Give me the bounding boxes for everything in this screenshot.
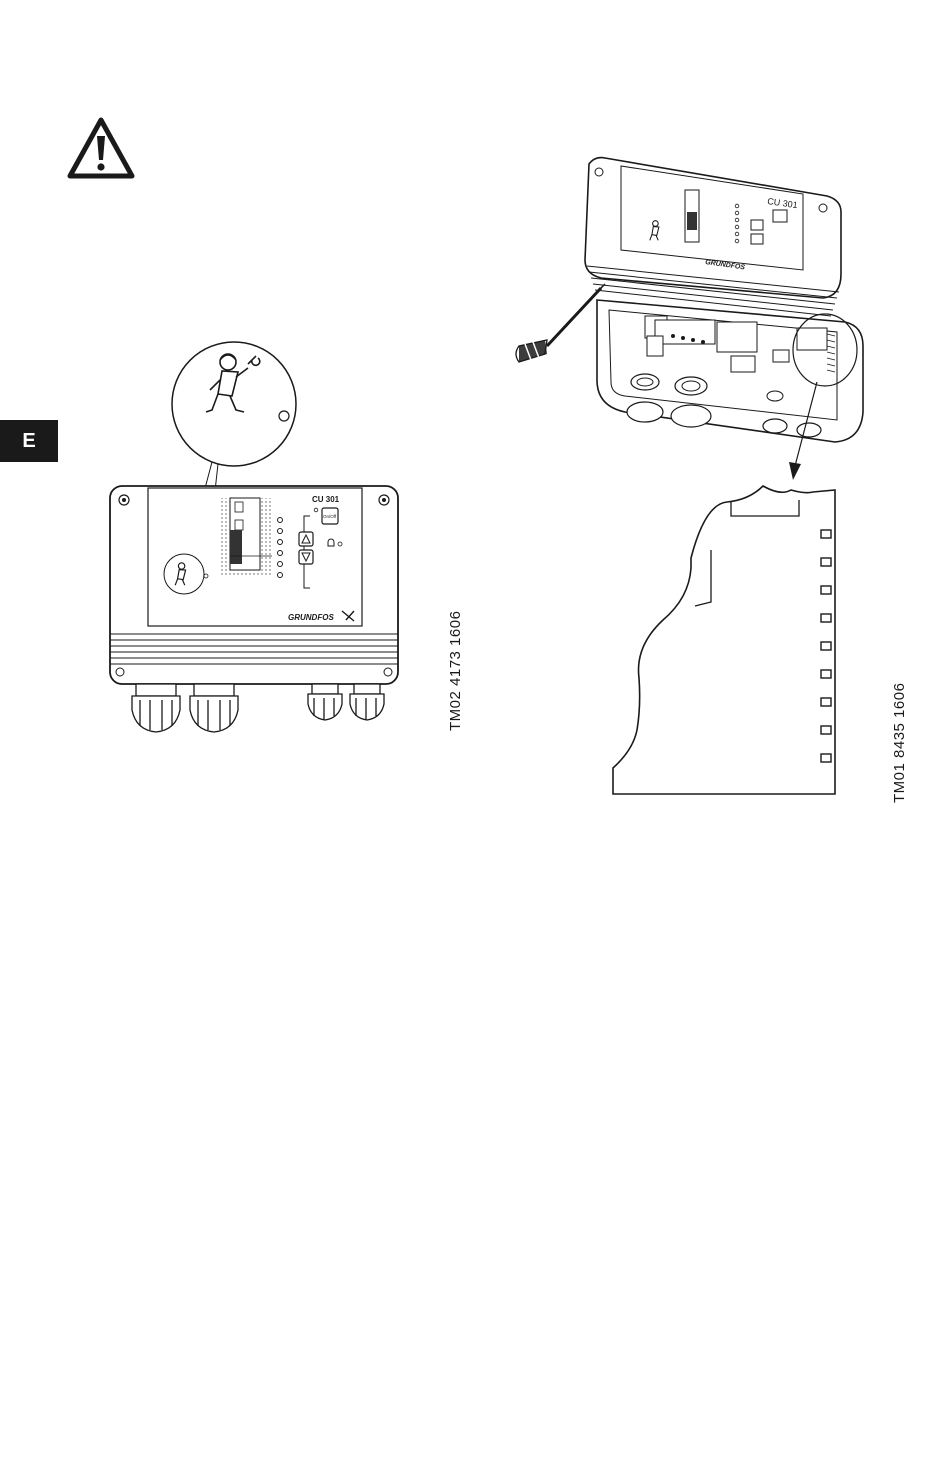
warning-triangle-icon [66,116,136,180]
down-arrow-button-icon [299,550,313,564]
figure-right-open-view: CU 301 GRUNDFOS [505,150,885,800]
left-brand: GRUNDFOS [288,613,334,622]
figure-left-front-view: CU 301 On/Off GRUNDFOS [100,328,410,748]
left-figure-code: TM02 4173 1606 [447,611,464,731]
on-off-label: On/Off [323,514,337,519]
language-tab: E [0,420,58,462]
terminal-detail [613,486,835,794]
right-figure-code: TM01 8435 1606 [891,683,908,803]
language-tab-label: E [22,430,35,453]
cable-gland-1 [132,684,180,732]
terminal-slots [821,530,831,762]
cable-gland-2 [190,684,238,732]
screwdriver-icon [516,284,605,362]
cable-gland-4 [350,684,384,720]
left-device-model: CU 301 [312,495,340,504]
cable-gland-3 [308,684,342,720]
up-arrow-button-icon [299,532,313,546]
